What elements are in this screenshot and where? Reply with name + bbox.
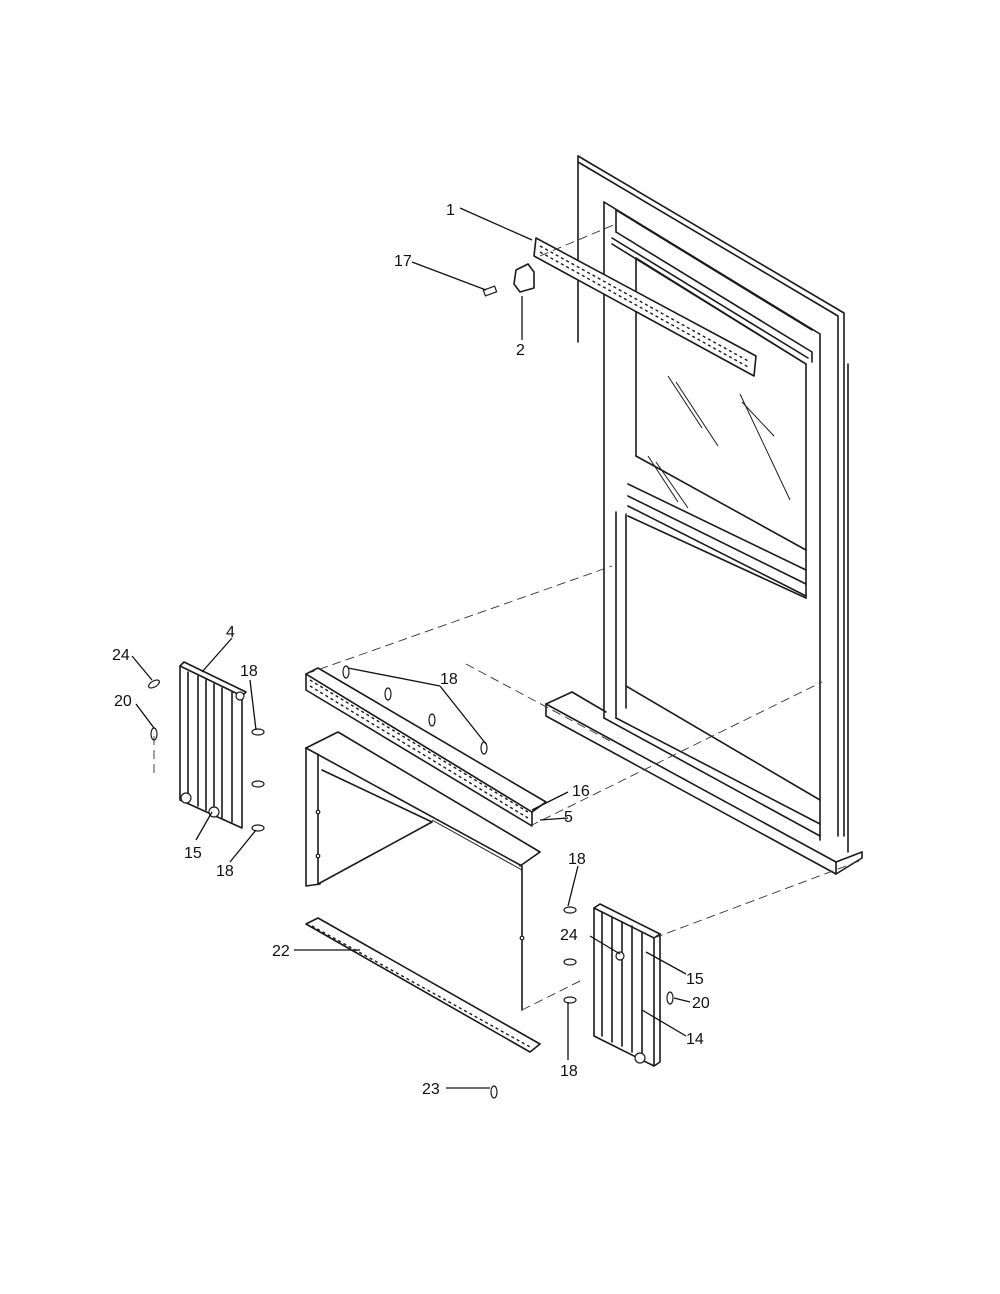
left-screws — [147, 679, 265, 832]
callout-14: 14 — [686, 1031, 704, 1048]
bottom-rail-part-22 — [305, 917, 541, 1053]
callout-labels: 1 17 2 4 24 20 18 15 18 18 16 5 18 24 15… — [112, 202, 710, 1098]
cabinet-sleeve — [305, 731, 541, 1011]
callout-18-left-bottom: 18 — [216, 863, 234, 880]
callout-17: 17 — [394, 253, 412, 270]
bracket-part-2 — [513, 263, 535, 340]
callout-20-right: 20 — [692, 995, 710, 1012]
callout-2: 2 — [516, 342, 525, 359]
callout-1: 1 — [446, 202, 455, 219]
window-frame — [545, 155, 863, 875]
callout-5: 5 — [564, 809, 573, 826]
callout-22: 22 — [272, 943, 290, 960]
right-screws — [563, 906, 674, 1005]
callout-23: 23 — [422, 1081, 440, 1098]
assembly-guide-lines — [153, 223, 863, 1011]
callout-15-left: 15 — [184, 845, 202, 862]
screw-23 — [490, 1085, 498, 1099]
callout-4: 4 — [226, 624, 235, 641]
screw-17 — [482, 285, 498, 297]
top-angle-rail-parts-5-16 — [305, 667, 547, 827]
callout-20-left: 20 — [114, 693, 132, 710]
top-rail-part-1 — [533, 237, 757, 377]
callout-18-top-rail: 18 — [440, 671, 458, 688]
callout-16: 16 — [572, 783, 590, 800]
callout-24-right: 24 — [560, 927, 578, 944]
callout-15-right: 15 — [686, 971, 704, 988]
callout-leaders — [131, 207, 691, 1089]
callout-18-left-top: 18 — [240, 663, 258, 680]
top-rail-screws-18 — [342, 665, 488, 755]
right-side-curtain-part-14 — [593, 903, 661, 1067]
callout-24-left: 24 — [112, 647, 130, 664]
callout-18-right-top: 18 — [568, 851, 586, 868]
left-side-curtain-part-4 — [179, 661, 247, 829]
callout-18-right-bottom: 18 — [560, 1063, 578, 1080]
